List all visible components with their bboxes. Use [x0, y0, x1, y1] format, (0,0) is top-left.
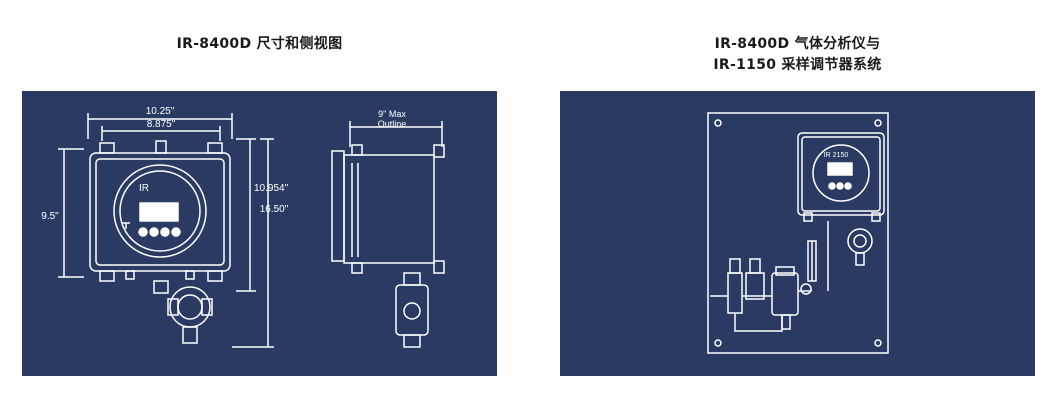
right-caption-line2: IR-1150 采样调节器系统 — [713, 57, 882, 73]
analyzer-brand-label: IR 2150 — [824, 152, 849, 159]
right-caption: IR-8400D 气体分析仪与 IR-1150 采样调节器系统 — [560, 34, 1035, 76]
system-drawing-svg: IR 2150 — [707, 112, 889, 354]
right-caption-line1: IR-8400D 气体分析仪与 — [714, 36, 881, 52]
dimension-drawing: 10.25" 8.875" 9.5" 10.954" 16.50" 9" Max… — [22, 91, 497, 376]
dim-depth-line1: 9" Max — [378, 109, 406, 119]
flow-meter — [745, 272, 765, 300]
display-window — [113, 164, 207, 258]
side-mount-plate — [331, 150, 345, 262]
keypad-button — [160, 227, 170, 237]
analyzer-junction — [847, 228, 873, 254]
display-brand-label: IR — [139, 183, 149, 194]
dim-depth-line2: Outline — [378, 119, 407, 129]
side-conduit-box — [395, 284, 429, 336]
analyzer-enclosure — [797, 132, 885, 216]
dim-overall-height: 16.50" — [260, 204, 289, 215]
keypad-button — [138, 227, 148, 237]
mount-tab — [99, 142, 115, 154]
dim-side-height: 9.5" — [41, 211, 59, 222]
back-panel — [707, 112, 889, 354]
dimension-drawing-svg: 10.25" 8.875" 9.5" 10.954" 16.50" 9" Max… — [41, 106, 445, 348]
regulator — [771, 272, 799, 316]
lcd-screen — [139, 202, 179, 222]
keypad-button — [149, 227, 159, 237]
mount-tab — [207, 142, 223, 154]
left-caption: IR-8400D 尺寸和侧视图 — [176, 36, 343, 52]
analyzer-lcd — [827, 162, 853, 176]
dim-overall-width: 10.25" — [146, 106, 175, 117]
enclosure-side — [343, 154, 435, 264]
enclosure-front — [89, 152, 231, 272]
system-drawing: IR 2150 — [560, 91, 1035, 376]
filter-housing — [727, 272, 743, 314]
dim-mid-height: 10.954" — [254, 183, 289, 194]
conduit-junction-box — [169, 286, 211, 328]
keypad-button — [171, 227, 181, 237]
dim-inner-width: 8.875" — [147, 119, 176, 130]
